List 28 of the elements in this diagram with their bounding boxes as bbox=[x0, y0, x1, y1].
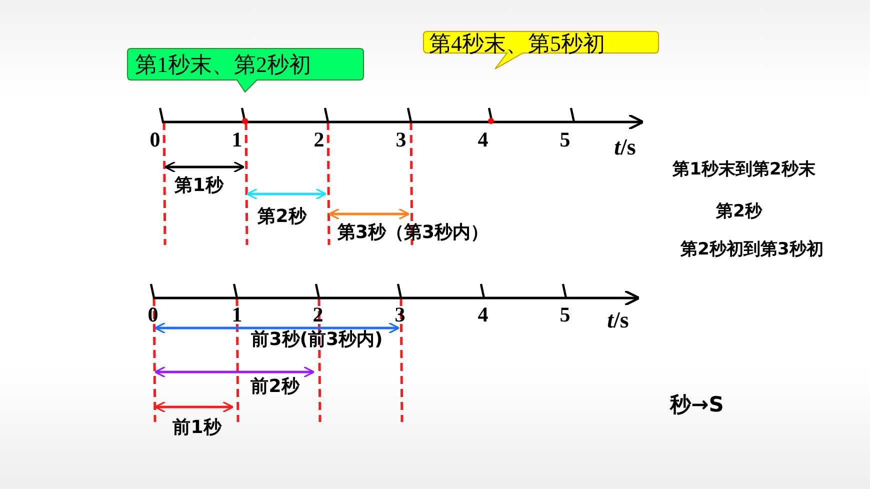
axis-number: 1 bbox=[232, 304, 242, 326]
interval-label: 前2秒 bbox=[250, 378, 300, 396]
callout-text: 第1秒末、第2秒初 bbox=[135, 54, 311, 76]
axis-number: 4 bbox=[478, 304, 488, 326]
interval-label: 前3秒(前3秒内) bbox=[251, 331, 383, 349]
axis-number: 4 bbox=[478, 130, 488, 150]
axis-number: 5 bbox=[560, 304, 570, 326]
axis-unit-label: t/s bbox=[607, 308, 629, 332]
note-text: 第2秒 bbox=[716, 204, 762, 220]
callout-text: 第4秒末、第5秒初 bbox=[429, 33, 605, 55]
axis-number: 0 bbox=[150, 130, 160, 150]
interval-label: 第1秒 bbox=[174, 177, 224, 195]
note-text: 秒→S bbox=[670, 394, 724, 416]
note-text: 第2秒初到第3秒初 bbox=[680, 242, 824, 258]
axis-number: 2 bbox=[312, 304, 324, 326]
interval-label: 前1秒 bbox=[172, 419, 222, 437]
axis-unit-label: t/s bbox=[614, 136, 636, 158]
axis-number: 2 bbox=[314, 130, 324, 150]
note-text: 第1秒末到第2秒末 bbox=[672, 162, 816, 178]
axis-number: 5 bbox=[560, 130, 570, 150]
axis-number: 3 bbox=[396, 130, 406, 150]
callout-bubble bbox=[127, 48, 364, 93]
axis-number: 1 bbox=[232, 130, 242, 150]
axis-number: 3 bbox=[394, 304, 406, 326]
interval-label: 第3秒（第3秒内） bbox=[337, 224, 489, 242]
callout-bubble bbox=[423, 31, 659, 71]
interval-label: 第2秒 bbox=[258, 208, 306, 226]
axis-number: 0 bbox=[148, 304, 158, 326]
